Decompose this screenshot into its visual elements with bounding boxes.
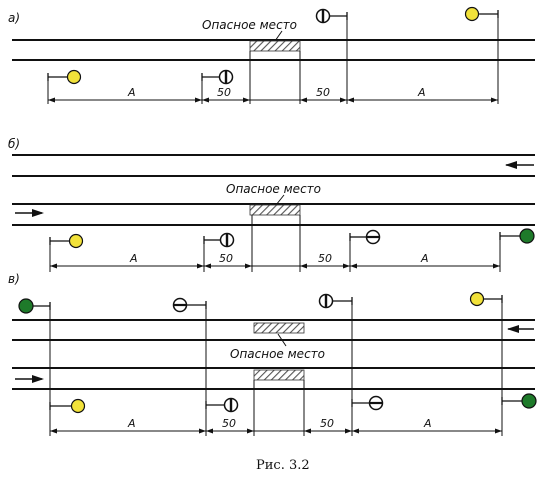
stop-signal-icon xyxy=(203,232,235,248)
stop-signal-slash-icon xyxy=(172,297,207,313)
panel-b-dim-A1: A xyxy=(129,252,138,265)
panel-c-dim-A2: A xyxy=(423,417,432,430)
panel-c-danger-leader xyxy=(277,333,287,347)
stop-signal-slash-icon xyxy=(351,395,384,411)
right-arrow xyxy=(15,375,44,383)
green-signal-icon xyxy=(501,393,537,409)
panel-b-danger-leader xyxy=(275,194,285,206)
stop-signal-icon xyxy=(205,397,239,413)
panel-b-danger-label: Опасное место xyxy=(226,182,321,196)
panel-b-dim-50-2: 50 xyxy=(318,252,332,265)
panel-a-danger-leader xyxy=(274,30,283,42)
panel-c-dim-50-1: 50 xyxy=(222,417,236,430)
yellow-signal-icon xyxy=(47,69,82,85)
panel-b-dim-50-1: 50 xyxy=(219,252,233,265)
yellow-signal-icon xyxy=(49,398,86,414)
green-signal-icon xyxy=(18,298,51,314)
panel-c: в) Опасное место xyxy=(8,272,537,436)
panel-a-dim-50-1: 50 xyxy=(217,86,231,99)
panel-b-danger-zone xyxy=(249,204,301,216)
yellow-signal-icon xyxy=(464,6,499,22)
right-arrow xyxy=(15,209,44,217)
panel-b: б) Опасное место xyxy=(8,137,535,272)
left-arrow xyxy=(505,161,534,169)
panel-c-danger-zone-bottom xyxy=(253,369,305,381)
panel-b-dim-A2: A xyxy=(420,252,429,265)
panel-c-label: в) xyxy=(8,272,20,286)
stop-signal-icon xyxy=(201,69,234,85)
panel-a-dim-50-2: 50 xyxy=(316,86,330,99)
panel-a: а) Опасное место xyxy=(8,6,535,104)
yellow-signal-icon xyxy=(469,291,503,307)
yellow-signal-icon xyxy=(49,233,84,249)
panel-c-danger-zone-top xyxy=(253,322,305,334)
panel-c-danger-label: Опасное место xyxy=(230,347,325,361)
panel-a-label: а) xyxy=(8,11,20,25)
panel-a-danger-zone xyxy=(249,40,301,52)
panel-a-danger-label: Опасное место xyxy=(202,18,297,32)
panel-c-dim-50-2: 50 xyxy=(320,417,334,430)
green-signal-icon xyxy=(499,228,535,244)
stop-signal-icon xyxy=(318,293,353,309)
stop-signal-slash-icon xyxy=(349,229,381,245)
panel-a-dim-A2: A xyxy=(417,86,426,99)
panel-a-dim-A1: A xyxy=(127,86,136,99)
figure-caption: Рис. 3.2 xyxy=(256,458,310,473)
panel-c-dim-A1: A xyxy=(127,417,136,430)
left-arrow xyxy=(507,325,534,333)
stop-signal-icon xyxy=(315,8,348,24)
panel-b-label: б) xyxy=(8,137,20,151)
